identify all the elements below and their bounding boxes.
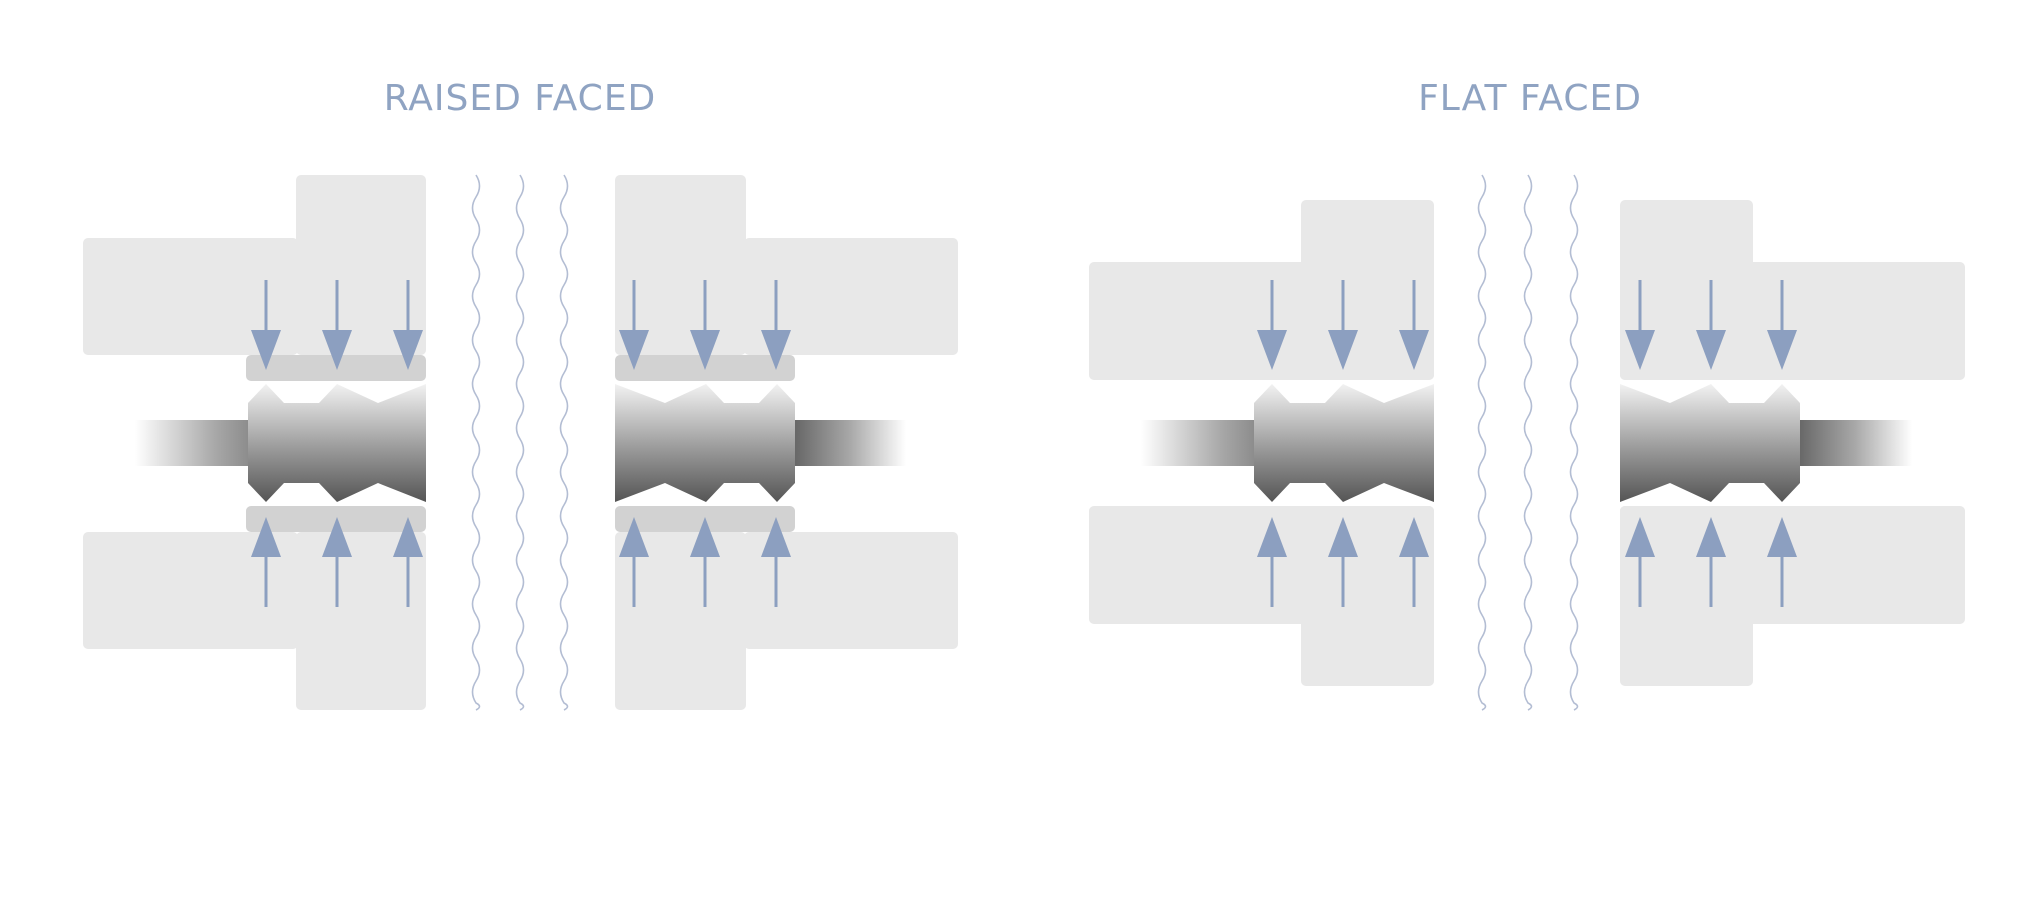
arrow-head: [393, 517, 423, 557]
arrow-icon: [1257, 517, 1287, 607]
arrow-head: [322, 517, 352, 557]
arrow-head: [1328, 517, 1358, 557]
right-flange-bottom: [744, 532, 958, 649]
gasket: [615, 384, 906, 502]
arrow-icon: [251, 517, 281, 607]
arrow-head: [1399, 330, 1429, 370]
flat-faced-title: FLAT FACED: [1418, 78, 1642, 119]
arrow-head: [1399, 517, 1429, 557]
left-raised-face-top: [246, 355, 426, 381]
arrow-icon: [1399, 517, 1429, 607]
arrow-head: [619, 517, 649, 557]
gasket: [135, 384, 426, 502]
gasket-sheet: [1798, 420, 1912, 466]
right-flange-bottom-hub: [615, 532, 746, 710]
gasket: [1620, 384, 1912, 502]
wavy-break-line: [515, 174, 525, 711]
arrow-icon: [1625, 280, 1655, 370]
arrow-icon: [251, 280, 281, 370]
arrow-head: [1767, 330, 1797, 370]
gasket-ring: [248, 384, 426, 502]
arrow-head: [1767, 517, 1797, 557]
arrow-icon: [690, 280, 720, 370]
arrow-icon: [393, 517, 423, 607]
gasket-ring: [615, 384, 795, 502]
arrow-icon: [1767, 517, 1797, 607]
arrow-head: [1696, 330, 1726, 370]
arrow-icon: [761, 517, 791, 607]
gasket-sheet: [794, 420, 906, 466]
arrow-icon: [393, 280, 423, 370]
arrow-head: [1328, 330, 1358, 370]
arrow-head: [1257, 517, 1287, 557]
right-flange-top-hub: [615, 175, 746, 355]
arrow-head: [1696, 517, 1726, 557]
wavy-break-line: [1569, 174, 1579, 711]
arrow-head: [1625, 330, 1655, 370]
arrow-head: [1257, 330, 1287, 370]
arrow-icon: [322, 280, 352, 370]
arrow-head: [1625, 517, 1655, 557]
arrow-head: [690, 330, 720, 370]
arrow-icon: [1696, 517, 1726, 607]
flat-faced-assembly: [1089, 174, 1965, 711]
arrow-icon: [1625, 517, 1655, 607]
arrow-icon: [1696, 280, 1726, 370]
left-raised-face-bottom: [246, 506, 426, 532]
arrow-head: [761, 330, 791, 370]
arrow-icon: [619, 280, 649, 370]
arrow-icon: [1328, 517, 1358, 607]
arrow-head: [322, 330, 352, 370]
raised-faced-title: RAISED FACED: [383, 78, 657, 119]
left-flange-bottom: [83, 532, 298, 649]
arrow-icon: [1328, 280, 1358, 370]
arrow-icon: [690, 517, 720, 607]
raised-faced-assembly: [83, 174, 958, 711]
wavy-break-line: [1523, 174, 1533, 711]
arrow-icon: [619, 517, 649, 607]
arrow-icon: [1257, 280, 1287, 370]
right-flange-top: [744, 238, 958, 355]
arrow-head: [619, 330, 649, 370]
gasket: [1141, 384, 1434, 502]
arrow-icon: [1399, 280, 1429, 370]
arrow-icon: [322, 517, 352, 607]
arrow-icon: [1767, 280, 1797, 370]
arrow-icon: [761, 280, 791, 370]
wavy-break-line: [1477, 174, 1487, 711]
left-flange-top-hub: [296, 175, 426, 355]
arrow-head: [393, 330, 423, 370]
gasket-ring: [1620, 384, 1800, 502]
arrow-head: [690, 517, 720, 557]
arrow-head: [761, 517, 791, 557]
left-flange-bottom-hub: [296, 532, 426, 710]
arrow-head: [251, 330, 281, 370]
wavy-break-line: [559, 174, 569, 711]
gasket-ring: [1254, 384, 1434, 502]
arrow-head: [251, 517, 281, 557]
wavy-break-line: [471, 174, 481, 711]
left-flange-top: [83, 238, 298, 355]
